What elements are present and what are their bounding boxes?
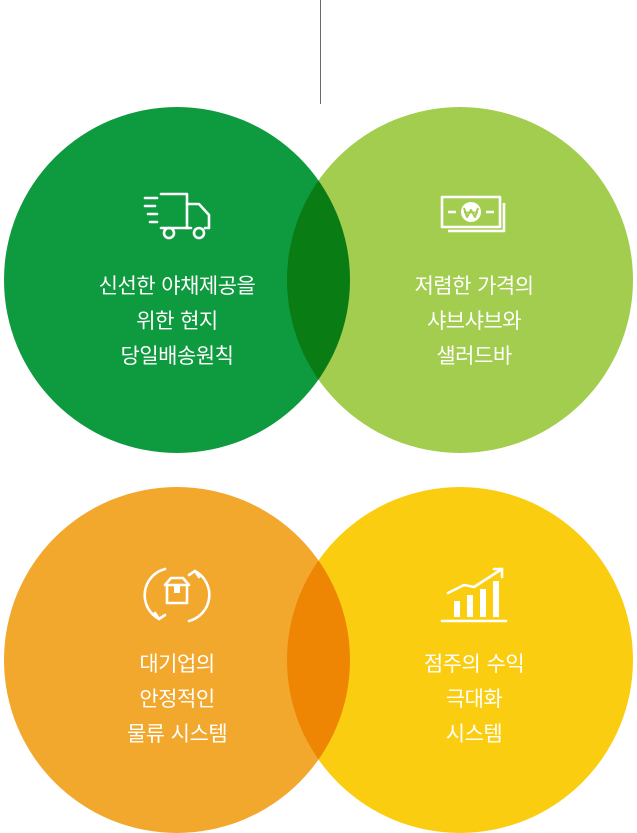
caption-line: 신선한 야채제공을 [98,274,256,298]
caption-line: 저렴한 가격의 [414,274,534,298]
caption-line: 샐러드바 [436,344,512,368]
caption-line: 당일배송원칙 [120,344,234,368]
caption-line: 시스템 [445,722,503,746]
caption-line: 샤브샤브와 [426,309,522,333]
caption-line: 안정적인 [139,687,215,711]
caption-line: 점주의 수익 [423,652,525,676]
circle-affordable-price [287,107,633,453]
caption-line: 물류 시스템 [126,722,228,746]
feature-logistics: 대기업의 안정적인 물류 시스템 [27,563,327,752]
feature-affordable-price: 저렴한 가격의 샤브샤브와 샐러드바 [324,185,624,374]
caption-line: 대기업의 [139,652,215,676]
circle-profit [287,487,633,833]
delivery-truck-icon [143,192,211,240]
box-cycle-icon [143,567,211,623]
won-banknote-icon [440,195,506,233]
caption-line: 극대화 [445,687,503,711]
top-divider-line [320,0,321,104]
caption-line: 위한 현지 [136,309,218,333]
growth-chart-icon [440,567,508,623]
feature-fresh-delivery: 신선한 야채제공을 위한 현지 당일배송원칙 [27,185,327,374]
feature-profit: 점주의 수익 극대화 시스템 [324,563,624,752]
